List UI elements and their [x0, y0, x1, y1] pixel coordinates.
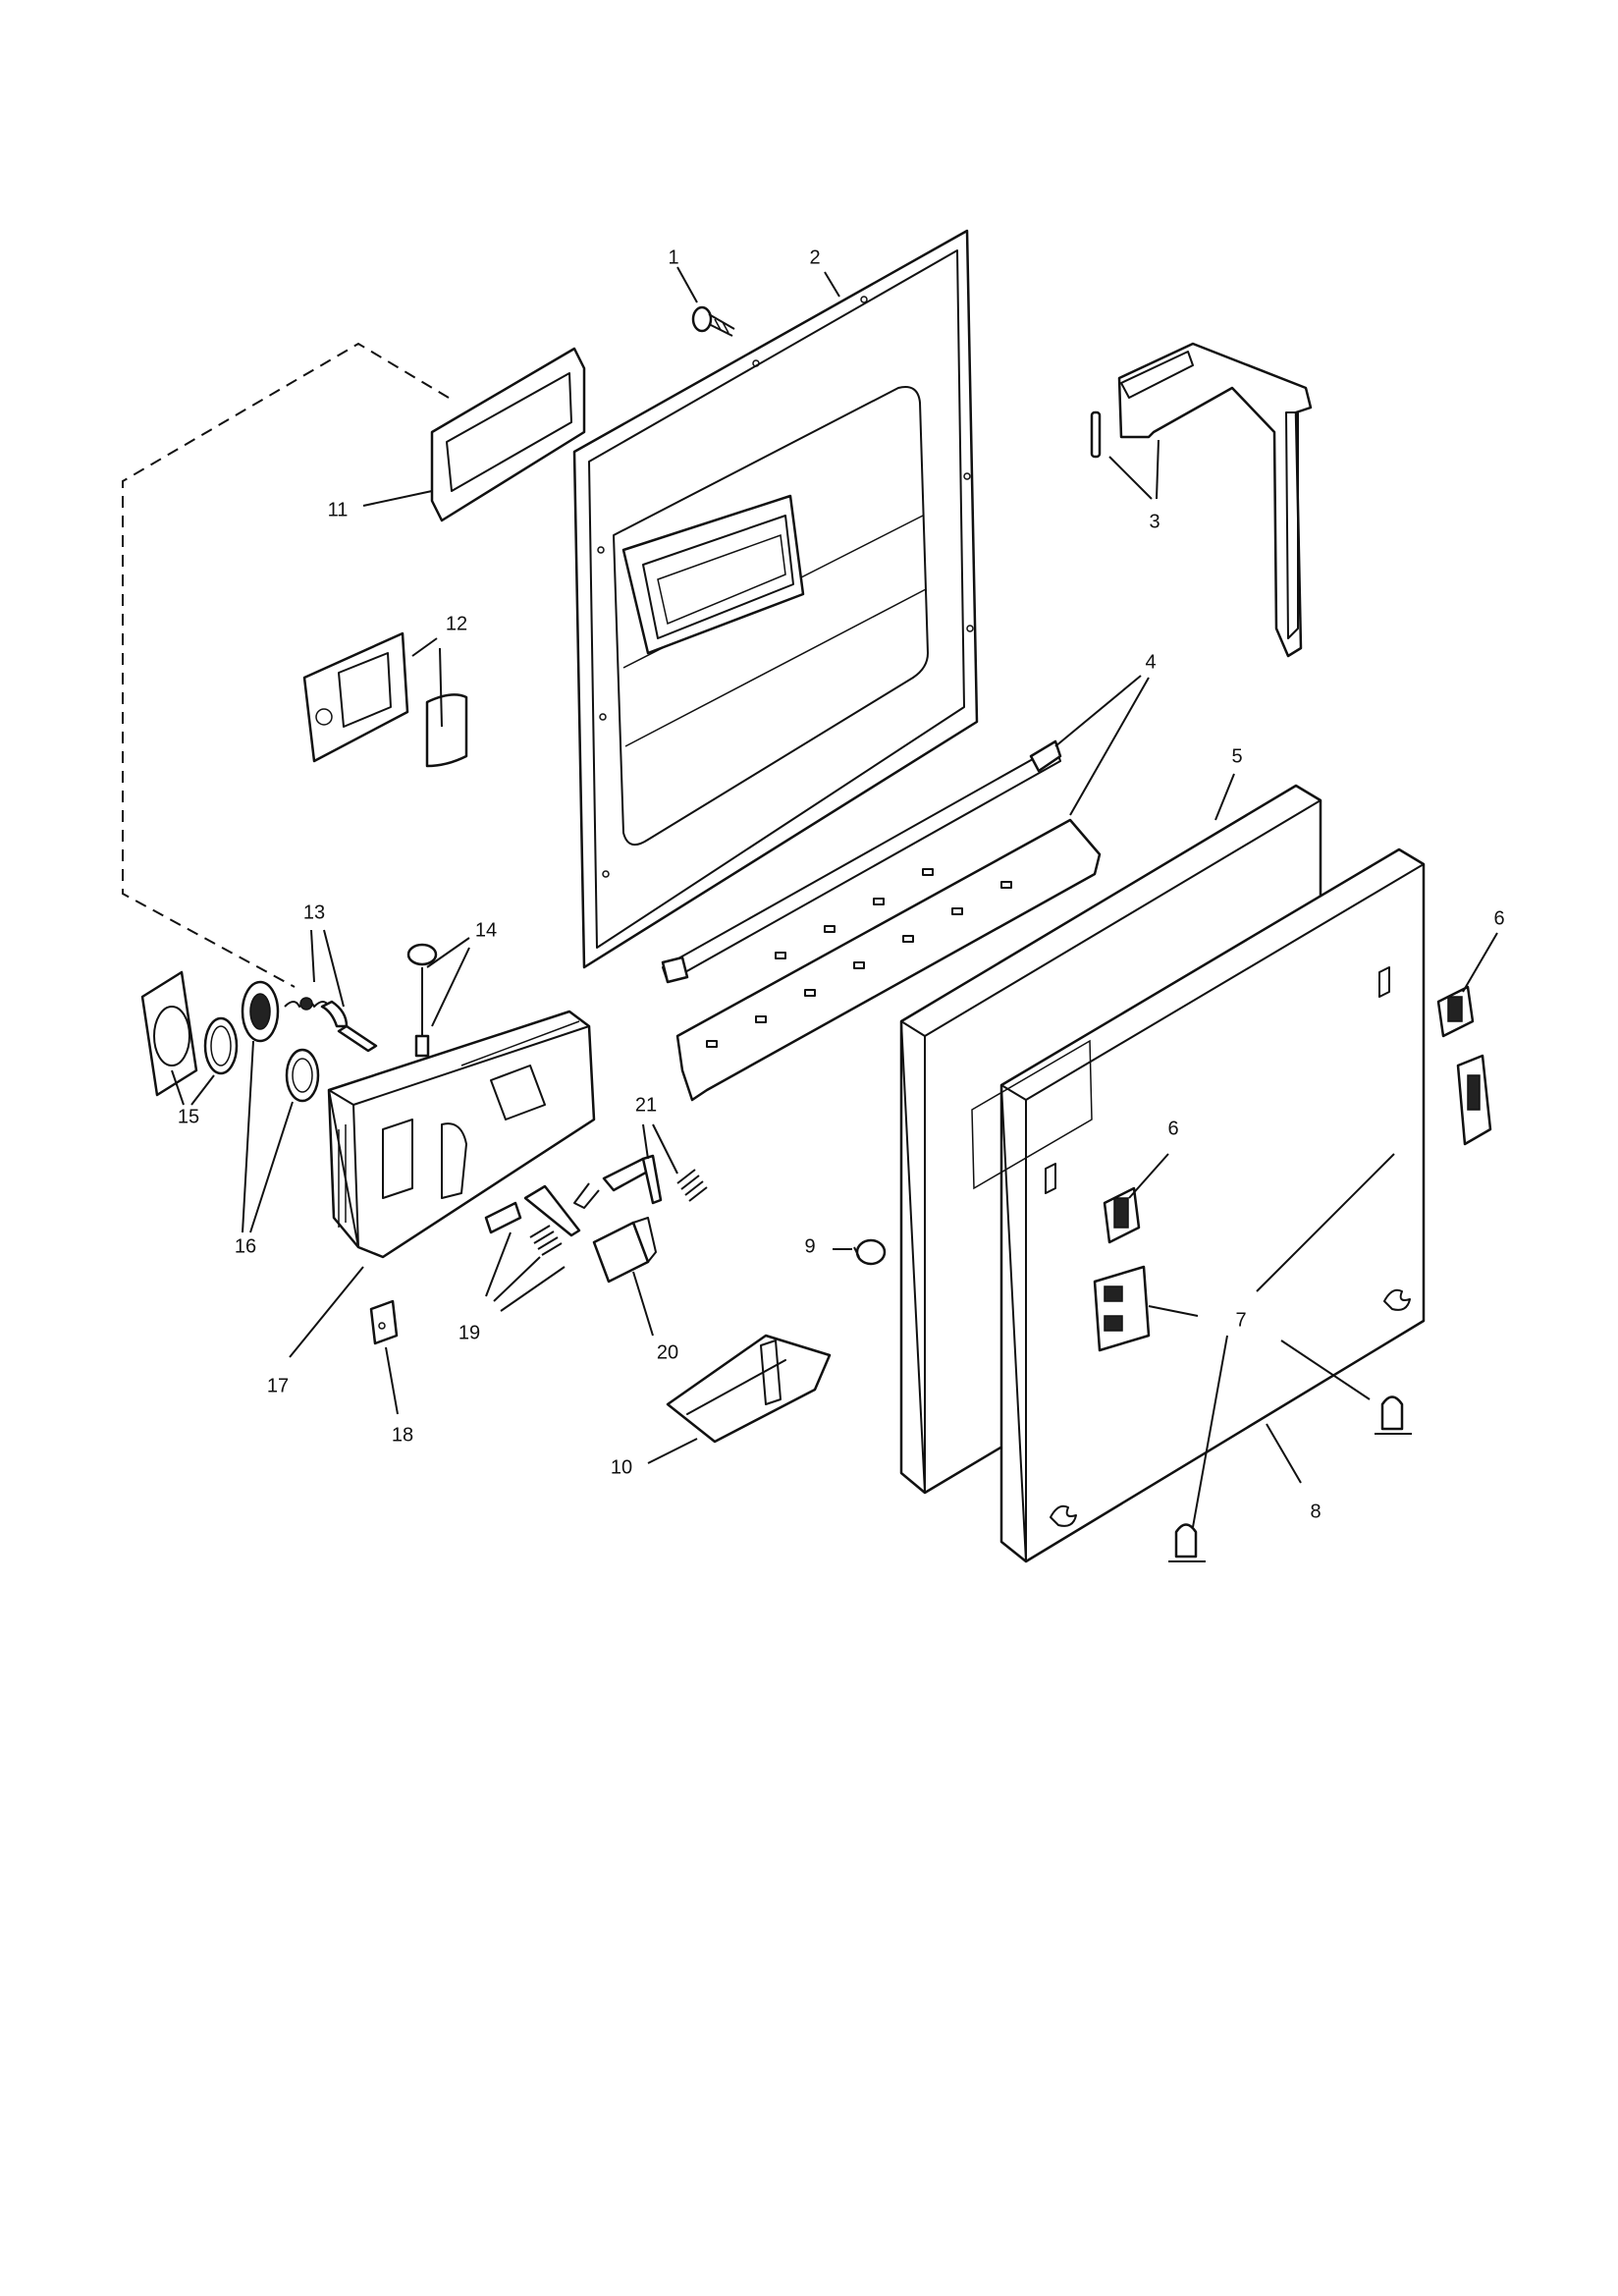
callout-6-center: 6: [1167, 1118, 1178, 1139]
callout-4: 4: [1145, 651, 1156, 673]
part-13-spring: [284, 997, 349, 1028]
part-7-bracket-center: [1093, 1265, 1151, 1352]
callout-16: 16: [235, 1235, 256, 1257]
callout-13: 13: [303, 902, 325, 923]
callout-1: 1: [668, 246, 678, 268]
part-3-side-trim: [1090, 342, 1313, 658]
part-17-dispenser-housing: [327, 1010, 596, 1259]
leader-lines: [171, 266, 1498, 1528]
part-6-clip-right: [1436, 985, 1475, 1038]
callout-6-right: 6: [1493, 907, 1504, 929]
callout-7: 7: [1235, 1309, 1246, 1331]
callout-17: 17: [267, 1375, 289, 1396]
part-11-gasket: [430, 347, 586, 522]
callout-8: 8: [1310, 1501, 1321, 1522]
callout-12: 12: [446, 613, 467, 634]
callout-21: 21: [635, 1094, 657, 1116]
part-4-bracket: [661, 739, 1102, 1102]
callout-9: 9: [804, 1235, 815, 1257]
assembly-group-dashed-outline: [122, 342, 450, 988]
part-14-pin: [337, 943, 438, 1058]
part-2-inner-door-liner: [572, 229, 979, 969]
part-7-foot-left: [1168, 1523, 1206, 1562]
callout-14: 14: [475, 919, 497, 941]
part-7-foot-right: [1375, 1395, 1412, 1435]
part-16-seal: [241, 980, 320, 1103]
part-1-screw: [691, 305, 735, 337]
callout-20: 20: [657, 1341, 678, 1363]
part-12-dispenser-cover: [302, 631, 468, 768]
part-9-knob: [853, 1238, 887, 1266]
callout-11: 11: [328, 499, 349, 520]
callout-10: 10: [611, 1456, 632, 1478]
part-18-plate: [369, 1299, 399, 1345]
callout-15: 15: [178, 1106, 199, 1127]
part-6-clip-center: [1103, 1186, 1141, 1244]
part-19-lever: [484, 1184, 581, 1256]
part-8-front-panel: [971, 847, 1426, 1563]
callout-5: 5: [1231, 745, 1242, 767]
part-15-cap: [140, 970, 239, 1097]
callout-19: 19: [458, 1322, 480, 1343]
part-21-lever: [573, 1154, 708, 1209]
part-10-latch-plate: [666, 1334, 832, 1444]
part-7-bracket-right: [1456, 1054, 1492, 1146]
callout-2: 2: [809, 246, 820, 268]
callout-18: 18: [392, 1424, 413, 1446]
part-20-switch: [592, 1217, 657, 1284]
callout-3: 3: [1149, 511, 1160, 532]
